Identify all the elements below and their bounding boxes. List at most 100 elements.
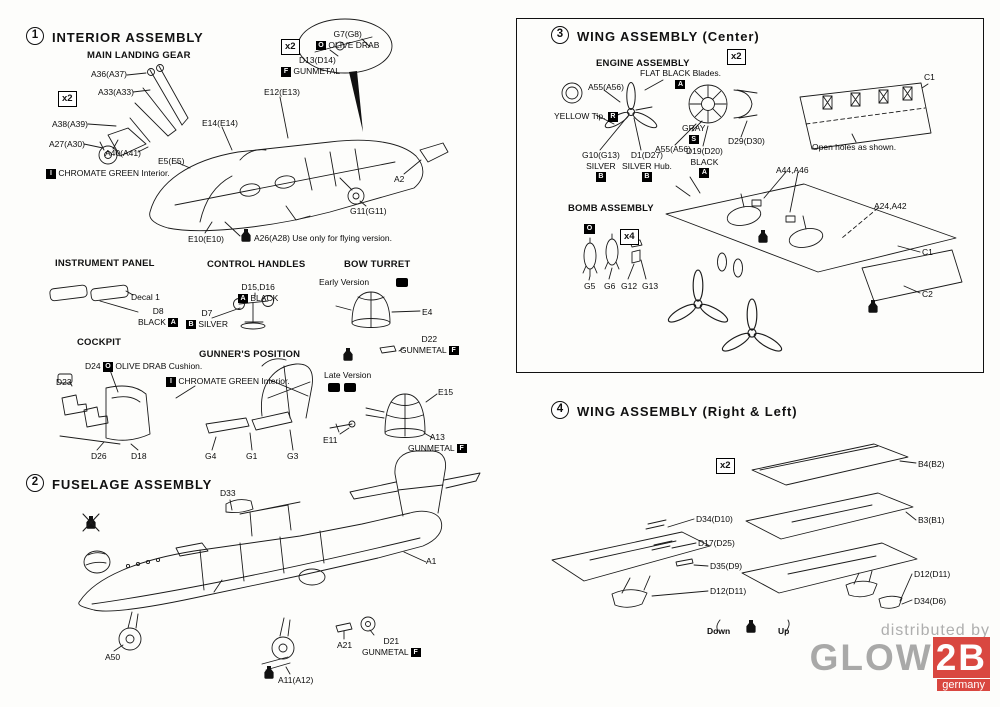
- subsection-control-handles: CONTROL HANDLES: [207, 259, 306, 270]
- paint-note-chromate-2: I CHROMATE GREEN Interior.: [166, 376, 290, 387]
- version-option-icon: [344, 383, 356, 392]
- part-label-a55-engine: A55(A56): [655, 144, 691, 154]
- part-number-d21: D21: [383, 636, 400, 646]
- paint-code-silver-hub: B: [641, 172, 652, 182]
- part-number-d1: D1(D27): [630, 150, 664, 160]
- paint-name-olive: OLIVE DRAB: [328, 39, 380, 50]
- paint-name-black: BLACK: [250, 292, 279, 303]
- paint-name-black: BLACK: [138, 316, 166, 327]
- watermark-prefix: distributed by: [880, 621, 990, 639]
- part-label-g4: G4: [205, 451, 217, 461]
- part-label-d23: D23: [56, 377, 72, 387]
- multiplier-x2-landing-gear: x2: [58, 91, 77, 107]
- paint-name-silver: SILVER: [586, 160, 616, 171]
- landing-gear-art: [83, 64, 189, 165]
- part-label-a40: A40(A41): [105, 148, 141, 158]
- paint-name-chromate: CHROMATE GREEN Interior.: [58, 168, 170, 178]
- part-number-d22: D22: [421, 334, 438, 344]
- section-3-number: 3: [551, 26, 569, 44]
- paint-code-gunmetal: F: [456, 443, 467, 454]
- part-label-d8: D8 BLACK A: [138, 306, 179, 328]
- part-label-d19: D19(D20) BLACK A: [686, 146, 723, 178]
- part-label-a11: A11(A12): [278, 675, 314, 685]
- center-wing-art: [665, 171, 963, 355]
- part-label-d21: D21 GUNMETAL F: [362, 636, 421, 658]
- part-label-a55-prop: A55(A56): [588, 82, 624, 92]
- paint-code-silver: B: [595, 172, 606, 182]
- paint-code-olive-bomb: O: [584, 224, 595, 234]
- engine-assembly-art: [561, 79, 758, 151]
- section-2-title: FUSELAGE ASSEMBLY: [52, 477, 213, 492]
- part-label-a36: A36(A37): [91, 69, 127, 79]
- part-label-a44-a46: A44,A46: [776, 165, 809, 175]
- watermark-brand-2b: 2B: [932, 636, 990, 678]
- part-label-a33: A33(A33): [98, 87, 134, 97]
- paint-name-silver-hub: SILVER Hub.: [622, 160, 672, 171]
- paint-name-flat-black: FLAT BLACK Blades.: [640, 68, 721, 78]
- subsection-gunners-position: GUNNER'S POSITION: [199, 349, 301, 360]
- paint-code-gunmetal: F: [281, 67, 291, 77]
- part-label-a26: A26(A28) Use only for flying version.: [254, 233, 392, 244]
- watermark-brand: GLOW2B: [810, 636, 990, 678]
- part-label-a50: A50: [105, 652, 121, 662]
- version-option-icon: [396, 278, 408, 287]
- part-number-d7: D7: [201, 308, 213, 318]
- part-label-c1-panel: C1: [924, 72, 935, 82]
- paint-code-black: A: [699, 168, 710, 178]
- version-option-icon: [328, 383, 340, 392]
- part-label-a38: A38(A39): [52, 119, 88, 129]
- part-label-b4: B4(B2): [918, 459, 945, 469]
- part-number-g10: G10(G13): [582, 150, 620, 160]
- control-handles-art: [211, 292, 274, 330]
- paint-name-silver: SILVER: [198, 318, 228, 329]
- part-label-d35: D35(D9): [710, 561, 743, 571]
- part-label-e10: E10(E10): [188, 234, 224, 244]
- instrument-panel-art: [49, 284, 139, 313]
- part-label-e15: E15: [438, 387, 454, 397]
- part-number-d15: D15,D16: [241, 282, 275, 292]
- part-label-e11: E11: [323, 435, 338, 445]
- paint-name-black: BLACK: [690, 156, 719, 167]
- part-label-d24: D24 O OLIVE DRAB Cushion.: [85, 361, 202, 372]
- part-label-c2: C2: [922, 289, 933, 299]
- part-number-a13: A13: [429, 432, 445, 442]
- watermark-country: germany: [937, 679, 990, 691]
- paint-code-olive: O: [102, 362, 113, 372]
- distributor-watermark: distributed by GLOW2B germany: [810, 622, 990, 693]
- part-label-d12-left: D12(D11): [710, 586, 747, 596]
- part-label-g12: G12: [621, 281, 638, 291]
- part-label-g1: G1: [246, 451, 258, 461]
- note-flying-version: Use only for flying version.: [292, 233, 392, 243]
- paint-name-yellow: YELLOW Tip.: [554, 111, 606, 121]
- multiplier-x2-balloon: x2: [281, 39, 300, 55]
- part-label-g7: G7(G8) O OLIVE DRAB: [316, 29, 380, 51]
- part-label-e12: E12(E13): [264, 87, 300, 97]
- section-3-frame: [516, 18, 984, 373]
- paint-code-flat-black: A: [675, 79, 686, 90]
- bow-turret-early-art: [335, 291, 421, 354]
- part-label-d33: D33: [220, 488, 236, 498]
- label-up: Up: [778, 626, 790, 636]
- part-label-e14: E14(E14): [202, 118, 238, 128]
- paint-name-gunmetal: GUNMETAL: [293, 66, 340, 76]
- paint-note-yellow-tip: YELLOW Tip. R: [554, 111, 618, 122]
- gunners-position-art: [205, 358, 313, 451]
- part-label-g6: G6: [604, 281, 616, 291]
- paint-note-gray: GRAY S: [682, 123, 705, 145]
- center-wing-panel-art: [799, 82, 932, 150]
- part-label-d17: D17(D25): [698, 538, 735, 548]
- interior-fuselage-art: [149, 96, 449, 237]
- cockpit-art: [57, 369, 196, 451]
- paint-name-gunmetal: GUNMETAL: [408, 442, 455, 453]
- part-number-d8: D8: [152, 306, 164, 316]
- part-label-d15-d16: D15,D16 A BLACK: [238, 282, 279, 304]
- part-label-e4: E4: [422, 307, 433, 317]
- part-number-a26: A26(A28): [254, 233, 290, 243]
- part-label-b3: B3(B1): [918, 515, 945, 525]
- part-label-e5: E5(E5): [158, 156, 185, 166]
- bow-turret-late-art: [329, 393, 438, 439]
- part-label-g10: G10(G13) SILVER B: [582, 150, 620, 182]
- label-down: Down: [707, 626, 731, 636]
- paint-code-gunmetal: F: [448, 345, 459, 356]
